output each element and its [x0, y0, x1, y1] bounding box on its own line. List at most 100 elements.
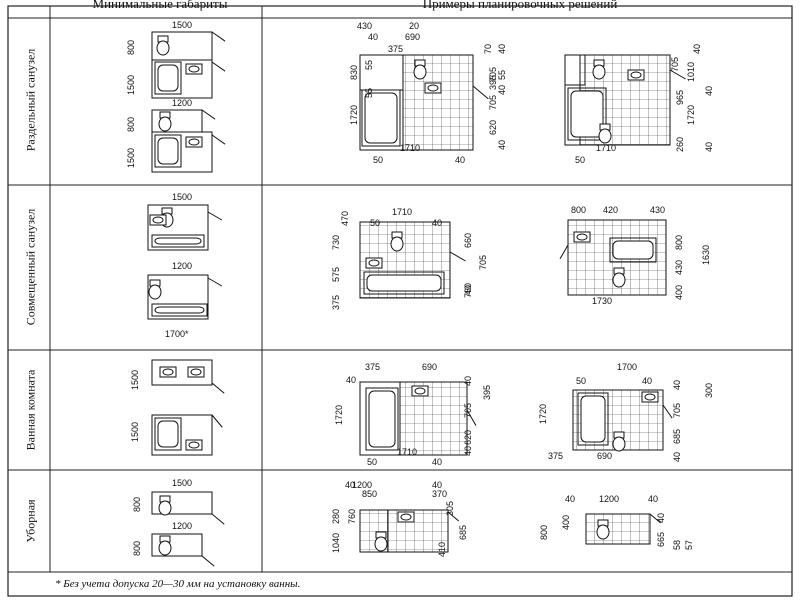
r4-ex2-dim-4: 400	[561, 515, 571, 530]
r4-ex2-dim-1: 1200	[599, 494, 619, 504]
r3-ex1-dim-9: 1710	[397, 447, 417, 457]
r2-min2-bathtub	[151, 303, 208, 317]
r1-ex1-dim-11: 40	[497, 44, 507, 54]
r2-min-dim-1: 1200	[172, 261, 192, 271]
r1-ex2-shaft	[564, 54, 586, 86]
r3-ex2-dim-6: 300	[704, 383, 714, 398]
r4-ex1-dim-4: 370	[432, 489, 447, 499]
r2-ex2-sink	[573, 231, 591, 243]
r2-ex1-toilet-bowl	[390, 236, 404, 252]
r4-ex1-sink	[397, 511, 415, 523]
r3-ex2-door-leaf	[662, 404, 673, 419]
r1-ex2-room	[564, 54, 671, 146]
r4-ex2-toilet-bowl	[596, 524, 610, 540]
r3-min2-bathtub	[154, 417, 182, 451]
r2-ex2-dim-5: 1630	[701, 245, 711, 265]
r2-min-bathtub-inner	[154, 237, 202, 245]
r2-ex1-dim-5: 575	[331, 267, 341, 282]
r2-ex2-dim-1: 420	[603, 205, 618, 215]
r1-min-dim-5: 1500	[126, 148, 136, 168]
r2-ex1-room	[359, 221, 451, 299]
r1-ex1-dim-1: 20	[409, 21, 419, 31]
r3-ex2-sink	[641, 391, 659, 403]
r3-ex2-bathtub-inner	[580, 395, 606, 443]
r3-ex2-dim-3: 1720	[538, 404, 548, 424]
r3-min2-room	[151, 414, 213, 456]
r2-min-sink	[149, 214, 167, 226]
r1-min2-bath-room	[151, 131, 213, 173]
r1-min2-sink	[185, 136, 203, 148]
r1-ex2-dim-9: 50	[575, 155, 585, 165]
r2-ex2-dim-3: 800	[674, 235, 684, 250]
r1-ex1-dim-13: 40	[497, 85, 507, 95]
r3-ex1-dim-6: 395	[482, 385, 492, 400]
r3-min-sink-b-sink	[187, 366, 205, 378]
r1-ex1-dim-0: 430	[357, 21, 372, 31]
r2-ex1-dim-2: 40	[432, 218, 442, 228]
r1-ex2-dim-8: 1710	[596, 143, 616, 153]
r3-min-door-leaf	[211, 382, 225, 394]
r1-ex1-dim-16: 620	[488, 120, 498, 135]
r1-ex2-dim-7: 40	[704, 142, 714, 152]
r4-ex2-room	[585, 513, 651, 545]
r1-ex1-dim-4: 375	[388, 44, 403, 54]
r2-ex1-dim-0: 1710	[392, 207, 412, 217]
r3-min2-door-leaf	[211, 414, 223, 428]
r4-ex1-dim-2: 40	[432, 480, 442, 490]
r4-min-room	[151, 491, 213, 515]
r1-ex1-dim-7: 55	[364, 88, 374, 98]
r1-min-sink	[185, 63, 203, 75]
r1-ex2-door-leaf	[669, 69, 686, 80]
r1-ex2-dim-1: 705	[670, 57, 680, 72]
r1-min-dim-1: 800	[126, 40, 136, 55]
r1-ex1-dim-19: 50	[373, 155, 383, 165]
r2-ex1-bathtub	[363, 271, 445, 295]
r1-min-bathtub-inner	[157, 64, 179, 92]
r1-ex1-dim-14: 705	[488, 95, 498, 110]
r3-ex1-dim-8: 40	[463, 446, 473, 456]
r1-ex1-tiles	[402, 54, 474, 151]
r1-ex1-dim-8: 1720	[349, 105, 359, 125]
r2-min-door-leaf	[207, 211, 223, 221]
header-examples: Примеры планировочных решений	[422, 0, 618, 11]
r1-min2-bath-door-leaf	[211, 134, 226, 145]
r4-ex1-door-leaf	[447, 511, 460, 522]
r1-min2-wc-door-leaf	[201, 109, 216, 120]
r1-min-dim-2: 1500	[126, 75, 136, 95]
r1-ex1-dim-2: 40	[368, 32, 378, 42]
r1-min2-bathtub-inner	[157, 137, 179, 165]
r4-ex2-dim-7: 58	[672, 540, 682, 550]
r3-ex2-dim-8: 40	[672, 452, 682, 462]
r4-ex2-dim-2: 40	[648, 494, 658, 504]
r2-ex2-room	[567, 219, 667, 296]
r4-min-dim-3: 800	[132, 541, 142, 556]
r1-ex2-dim-0: 40	[692, 44, 702, 54]
r2-ex2-dim-6: 400	[674, 285, 684, 300]
r3-ex1-door-leaf	[466, 409, 477, 426]
r1-min-sink-basin	[188, 65, 200, 73]
r1-ex1-dim-6: 830	[349, 65, 359, 80]
r4-ex2-dim-3: 800	[539, 525, 549, 540]
r3-ex1-sink	[411, 385, 429, 397]
r3-ex2-dim-2: 40	[642, 376, 652, 386]
r2-ex1-dim-3: 470	[340, 211, 350, 226]
r4-ex2-dim-5: 40	[656, 513, 666, 523]
r3-min2-bathtub-inner	[157, 420, 179, 448]
r3-ex1-dim-5: 705	[463, 403, 473, 418]
r4-ex2-dim-0: 40	[565, 494, 575, 504]
r3-ex1-dim-0: 375	[365, 362, 380, 372]
r3-ex1-dim-2: 40	[346, 375, 356, 385]
r4-ex2-door-leaf	[649, 513, 662, 524]
r2-ex2-dim-2: 430	[650, 205, 665, 215]
r1-ex2b-toilet-bowl	[598, 128, 612, 144]
r2-ex1-sink-basin	[368, 259, 380, 267]
r1-ex1-sink	[424, 82, 442, 94]
r4-min2-room	[151, 533, 203, 557]
r2-ex1-door-leaf	[449, 251, 466, 262]
r1-min-dim-0: 1500	[172, 20, 192, 30]
r3-ex1-bathtub	[365, 387, 399, 451]
r2-ex1-dim-7: 660	[463, 233, 473, 248]
r1-ex2-sink-basin	[630, 71, 642, 79]
r3-ex2-dim-4: 40	[672, 380, 682, 390]
